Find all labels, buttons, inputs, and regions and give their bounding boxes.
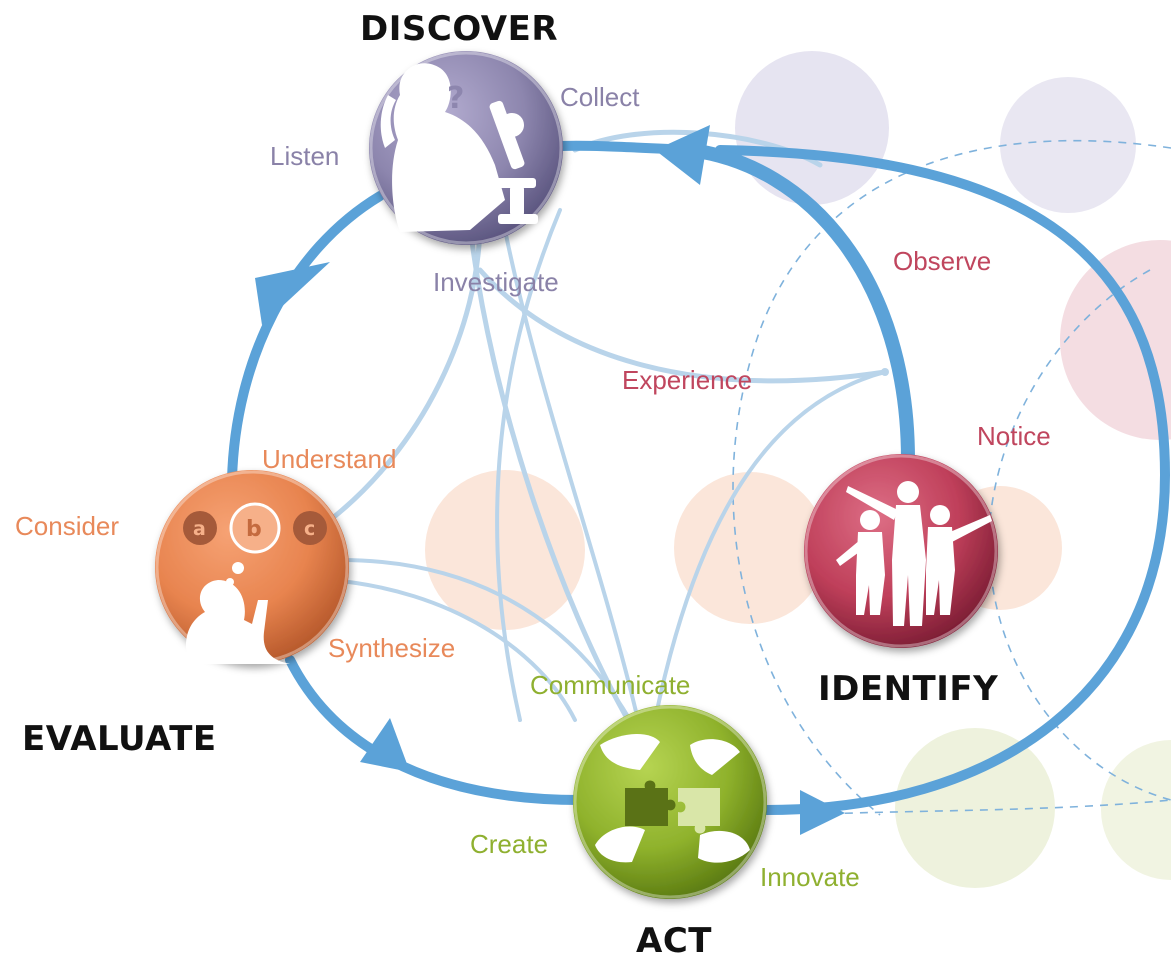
- bg-disc: [674, 472, 826, 624]
- connector-line: [467, 222, 631, 723]
- cycle-arrow-identify-to-discover: [683, 143, 915, 467]
- background-discs: [425, 51, 1171, 888]
- evaluate-title: EVALUATE: [22, 719, 217, 759]
- dashed-orbit: [732, 139, 1171, 816]
- discover-word-collect: Collect: [560, 82, 640, 112]
- connector-line: [503, 228, 640, 722]
- person-thinking-icon: [183, 502, 327, 664]
- act-word-create: Create: [470, 829, 548, 859]
- option-b-thought-bubble: [229, 502, 281, 554]
- connector-line: [327, 217, 483, 523]
- svg-text:?: ?: [447, 81, 464, 116]
- bg-disc: [735, 51, 889, 205]
- cycle-arrows: [227, 125, 1171, 835]
- option-c-bubble: [293, 511, 327, 545]
- act-title: ACT: [636, 921, 712, 961]
- identify-word-experience: Experience: [622, 365, 752, 395]
- identify-node[interactable]: [804, 454, 998, 648]
- arrowhead-icon: [800, 790, 845, 835]
- connector-line: [328, 578, 577, 722]
- option-a-bubble: [183, 511, 217, 545]
- connector-line: [495, 208, 562, 722]
- identify-word-observe: Observe: [893, 246, 991, 276]
- dashed-orbit: [799, 799, 1171, 816]
- identify-title: IDENTIFY: [818, 669, 998, 709]
- evaluate-node[interactable]: [155, 470, 349, 664]
- bg-disc: [1060, 240, 1171, 440]
- puzzle-hands-icon: [595, 734, 750, 863]
- disc-rim: [573, 705, 767, 899]
- arrowhead-icon: [655, 125, 710, 185]
- bg-disc: [895, 728, 1055, 888]
- bg-disc: [1101, 740, 1171, 880]
- act-node[interactable]: [573, 705, 767, 899]
- arrowhead-icon: [360, 718, 410, 772]
- act-word-communicate: Communicate: [530, 670, 690, 700]
- evaluate-word-understand: Understand: [262, 444, 396, 474]
- connector-line: [338, 558, 632, 722]
- connector-node: [881, 368, 889, 376]
- evaluate-option-c: c: [304, 518, 315, 540]
- discover-word-listen: Listen: [270, 141, 339, 171]
- people-pointing-icon: [836, 481, 992, 626]
- disc-rim: [804, 454, 998, 648]
- scientist-microscope-icon: ?: [380, 63, 538, 232]
- connector-line: [477, 267, 888, 384]
- arrowhead-icon: [255, 262, 330, 325]
- discover-title: DISCOVER: [360, 9, 558, 49]
- discover-node[interactable]: ?: [369, 51, 563, 245]
- act-word-innovate: Innovate: [760, 862, 860, 892]
- discover-word-investigate: Investigate: [433, 267, 559, 297]
- bg-disc: [425, 470, 585, 630]
- evaluate-word-synthesize: Synthesize: [328, 633, 455, 663]
- evaluate-option-b: b: [246, 517, 262, 542]
- connector-line: [653, 370, 887, 722]
- identify-word-notice: Notice: [977, 421, 1051, 451]
- cycle-arrow-act-to-identify: [715, 145, 1171, 816]
- evaluate-option-a: a: [193, 518, 206, 540]
- cycle-arrow-discover-to-evaluate: [227, 191, 385, 485]
- disc-rim: [369, 51, 563, 245]
- dashed-orbits: [732, 139, 1171, 816]
- bg-disc: [1000, 77, 1136, 213]
- evaluate-word-consider: Consider: [15, 511, 119, 541]
